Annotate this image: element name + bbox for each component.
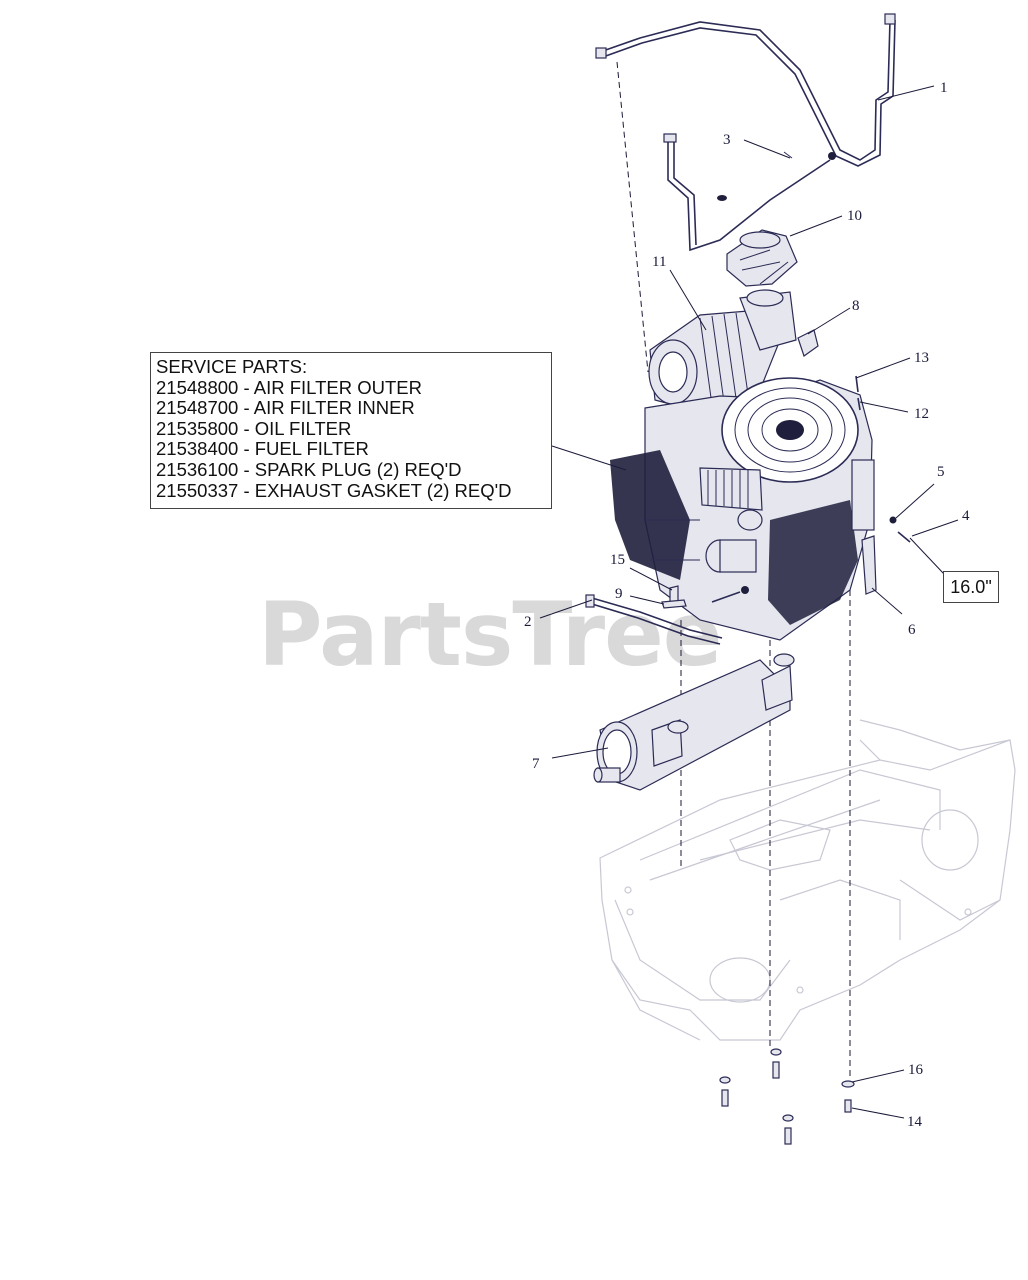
callout-14: 14 (907, 1114, 923, 1130)
callout-16: 16 (908, 1062, 924, 1078)
mower-frame (599, 719, 1016, 1041)
callout-5: 5 (937, 464, 945, 480)
service-part-item: 21538400 - FUEL FILTER (156, 438, 369, 460)
service-part-item: 21548800 - AIR FILTER OUTER (156, 376, 422, 398)
callout-2: 2 (524, 614, 532, 630)
service-part-item: 21548700 - AIR FILTER INNER (156, 397, 415, 419)
callout-12: 12 (914, 406, 929, 422)
air-filter-cover (726, 229, 798, 287)
callout-10: 10 (847, 208, 862, 224)
callout-1: 1 (940, 80, 948, 96)
callout-6: 6 (908, 622, 916, 638)
service-parts-box: SERVICE PARTS: 21548800 - AIR FILTER OUT… (150, 352, 552, 509)
callout-7: 7 (532, 756, 540, 772)
callout-3: 3 (723, 132, 731, 148)
callout-8: 8 (852, 298, 860, 314)
callout-11: 11 (652, 254, 666, 270)
parts-tree-watermark: PartsTree (258, 583, 722, 686)
small-hardware (661, 329, 911, 609)
callout-15: 15 (610, 552, 625, 568)
service-part-item: 21550337 - EXHAUST GASKET (2) REQ'D (156, 479, 512, 501)
leader-lines (539, 85, 959, 1119)
engine-assembly (610, 289, 875, 641)
service-part-item: 21535800 - OIL FILTER (156, 417, 352, 439)
mounting-bolts (719, 1048, 855, 1145)
callout-13: 13 (914, 350, 929, 366)
service-part-item: 21536100 - SPARK PLUG (2) REQ'D (156, 458, 462, 480)
callout-4: 4 (962, 508, 970, 524)
callout-9: 9 (615, 586, 623, 602)
service-parts-heading: SERVICE PARTS: (156, 356, 308, 377)
muffler (593, 653, 795, 791)
breather-tube (595, 13, 896, 252)
hose-length-label: 16.0" (943, 571, 999, 603)
